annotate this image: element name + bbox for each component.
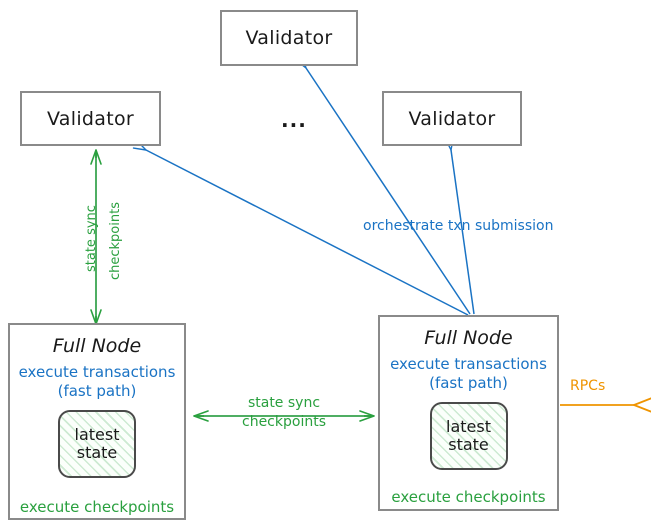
full-node-left-title: Full Node <box>52 335 142 357</box>
full-node-left-execute-transactions: execute transactions (fast path) <box>19 363 176 401</box>
full-node-right[interactable]: Full Node execute transactions (fast pat… <box>378 315 559 511</box>
validator-top-label: Validator <box>245 27 333 49</box>
full-node-right-execute-transactions: execute transactions (fast path) <box>390 355 547 393</box>
validator-top[interactable]: Validator <box>220 10 358 66</box>
label-state-sync-center-line2: checkpoints <box>242 413 326 430</box>
full-node-left-latest-state[interactable]: latest state <box>58 410 136 479</box>
label-state-sync-center-line1: state sync <box>247 395 321 411</box>
label-state-sync-vertical-line2: checkpoints <box>108 202 123 280</box>
validator-right-label: Validator <box>408 107 496 130</box>
validator-left[interactable]: Validator <box>20 91 161 146</box>
full-node-right-title: Full Node <box>424 327 513 349</box>
full-node-left-exec-line1: execute transactions <box>18 363 176 381</box>
full-node-left[interactable]: Full Node execute transactions (fast pat… <box>8 323 186 520</box>
full-node-left-state-line1: latest <box>74 424 120 444</box>
label-state-sync-vertical-line1: state sync <box>84 205 99 272</box>
validator-left-label: Validator <box>46 107 134 130</box>
validator-right[interactable]: Validator <box>382 91 522 146</box>
full-node-right-exec-line1: execute transactions <box>390 355 547 373</box>
full-node-right-execute-checkpoints: execute checkpoints <box>391 488 546 507</box>
label-orchestrate-txn-submission: orchestrate txn submission <box>363 218 554 234</box>
full-node-right-state-line2: state <box>448 435 489 455</box>
full-node-right-latest-state[interactable]: latest state <box>429 402 508 471</box>
label-rpcs: RPCs <box>570 378 606 394</box>
full-node-right-state-line1: latest <box>446 416 491 436</box>
full-node-left-exec-line2: (fast path) <box>57 382 137 401</box>
full-node-left-state-line2: state <box>76 443 118 463</box>
full-node-left-execute-checkpoints: execute checkpoints <box>19 498 175 517</box>
validators-ellipsis: ... <box>281 108 307 132</box>
full-node-right-exec-line2: (fast path) <box>429 374 508 393</box>
label-state-sync-center: state sync checkpoints <box>224 394 344 432</box>
